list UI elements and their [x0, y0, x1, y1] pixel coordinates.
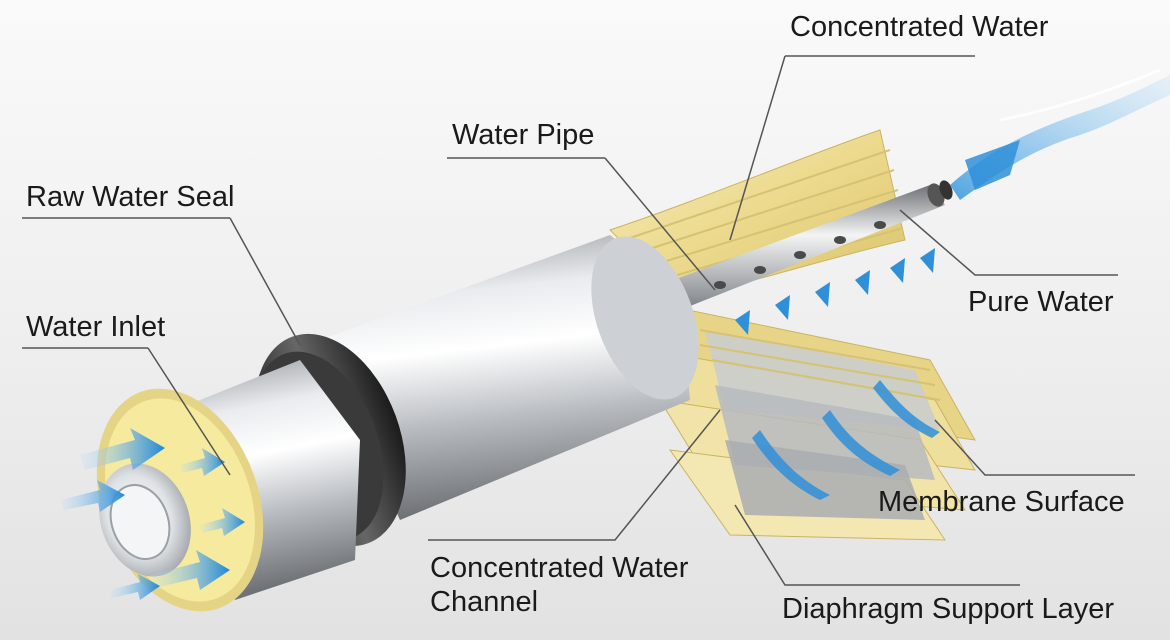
leader-membrane-surface: [934, 419, 1135, 476]
leader-diaphragm-support-layer: [734, 504, 1020, 586]
label-pure-water: Pure Water: [968, 286, 1114, 318]
label-concentrated-water: Concentrated Water: [790, 11, 1049, 43]
label-concentrated-water-channel: Concentrated Water Channel: [430, 551, 688, 619]
leader-pure-water: [899, 209, 1118, 276]
leader-lines: [22, 55, 1135, 586]
leader-concentrated-water-channel: [428, 409, 721, 541]
label-concentrated-water-channel-line2: Channel: [430, 586, 539, 618]
inlet-flow-arrows: [60, 428, 245, 600]
pure-water-stream: [950, 68, 1170, 200]
label-concentrated-water-channel-line1: Concentrated Water: [430, 552, 689, 584]
label-membrane-surface: Membrane Surface: [878, 486, 1125, 518]
label-water-inlet: Water Inlet: [26, 311, 166, 343]
label-diaphragm-support-layer: Diaphragm Support Layer: [782, 593, 1115, 625]
label-raw-water-seal: Raw Water Seal: [26, 181, 235, 213]
membrane-flow-arrows: [735, 248, 940, 500]
label-water-pipe: Water Pipe: [452, 119, 595, 151]
water-pipe-tube: [660, 180, 953, 310]
